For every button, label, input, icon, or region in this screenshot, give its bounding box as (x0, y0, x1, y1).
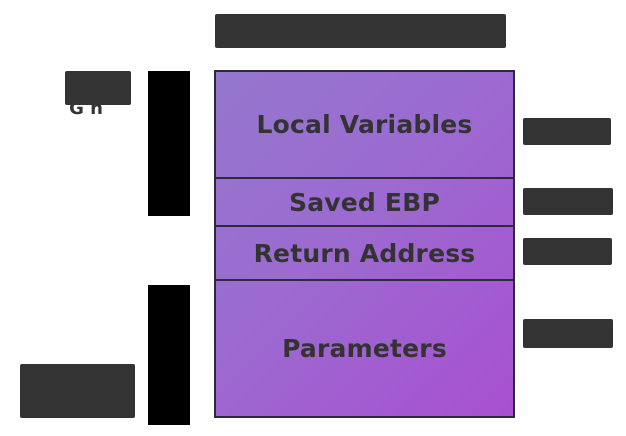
stack-row-return-address: Return Address (216, 227, 513, 281)
stack-row-saved-ebp: Saved EBP (216, 179, 513, 227)
stack-growth-redaction-bar (65, 71, 131, 105)
stack-row-parameters: Parameters (216, 281, 513, 416)
stack-row-label: Saved EBP (289, 187, 440, 217)
stack-growth-arrow-occlusion (148, 71, 190, 216)
address-direction-redaction-bar (20, 364, 135, 418)
stack-row-label: Return Address (253, 238, 476, 268)
right-annotation-redaction-bar-3 (523, 238, 612, 265)
right-annotation-redaction-bar-4 (523, 319, 613, 348)
stack-row-local-variables: Local Variables (216, 72, 513, 179)
stack-row-label: Local Variables (256, 110, 473, 139)
title-redaction-bar (215, 14, 506, 48)
right-annotation-redaction-bar-2 (523, 188, 613, 215)
right-annotation-redaction-bar-1 (523, 118, 611, 145)
stack-row-label: Parameters (282, 334, 447, 363)
address-direction-arrow-occlusion (148, 285, 190, 425)
stack-frame-diagram: Local Variables Saved EBP Return Address… (214, 70, 515, 418)
